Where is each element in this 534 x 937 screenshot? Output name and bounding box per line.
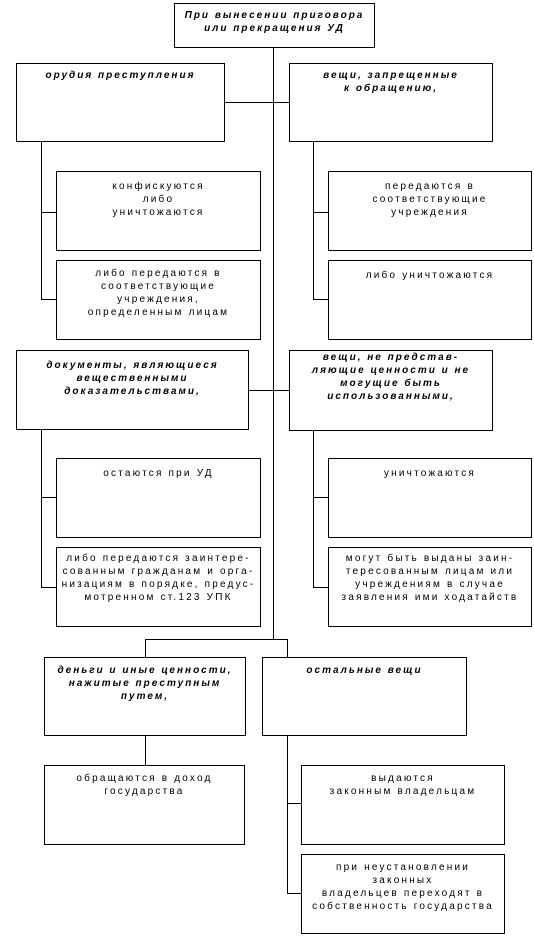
box-g4-title: вещи, не представ- ляющие ценности и не … (289, 350, 493, 431)
box-g3-b: либо передаются заинтере- сованным гражд… (56, 547, 261, 627)
box-g3-a: остаются при УД (56, 458, 261, 538)
box-g2-b: либо уничтожаются (328, 260, 532, 340)
box-g2-title: вещи, запрещенные к обращению, (289, 63, 493, 142)
branch-g2-a (313, 212, 329, 213)
box-g6-title: остальные вещи (262, 657, 467, 736)
box-g5-a: обращаются в доход государства (44, 765, 245, 845)
box-g1-b: либо передаются в соответствующие учрежд… (56, 260, 261, 340)
branch-g4-a (313, 497, 329, 498)
branch-g2 (313, 141, 314, 299)
branch-g1-a (41, 212, 57, 213)
branch-g4-b (313, 587, 329, 588)
branch-g3-a (41, 497, 57, 498)
box-g4-b: могут быть выданы заин- тересованным лиц… (328, 547, 532, 627)
branch-g3-b (41, 587, 57, 588)
branch-g1 (41, 141, 42, 299)
connector-g6-down (287, 639, 288, 658)
connector-g5-down (145, 639, 146, 658)
box-g1-title: орудия преступления (16, 63, 225, 142)
box-g6-a: выдаются законным владельцам (301, 765, 505, 845)
branch-g6-a (287, 803, 302, 804)
branch-g6-b (287, 893, 302, 894)
connector-g5-g6 (145, 639, 287, 640)
box-g2-a: передаются в соответствующие учреждения (328, 171, 532, 251)
root-box: При вынесении приговора или прекращения … (174, 3, 375, 48)
box-g1-a: конфискуются либо уничтожаются (56, 171, 261, 251)
trunk-line (273, 47, 274, 640)
connector-g1-g2 (224, 102, 290, 103)
branch-g5 (145, 735, 146, 765)
box-g5-title: деньги и иные ценности, нажитые преступн… (44, 657, 246, 736)
box-g4-a: уничтожаются (328, 458, 532, 538)
branch-g4 (313, 430, 314, 587)
branch-g6 (287, 735, 288, 893)
box-g6-b: при неустановлении законных владельцев п… (301, 854, 505, 934)
box-g3-title: документы, являющиеся вещественными дока… (16, 350, 249, 430)
connector-g3-g4 (248, 390, 290, 391)
branch-g3 (41, 429, 42, 587)
branch-g1-b (41, 299, 57, 300)
branch-g2-b (313, 299, 329, 300)
